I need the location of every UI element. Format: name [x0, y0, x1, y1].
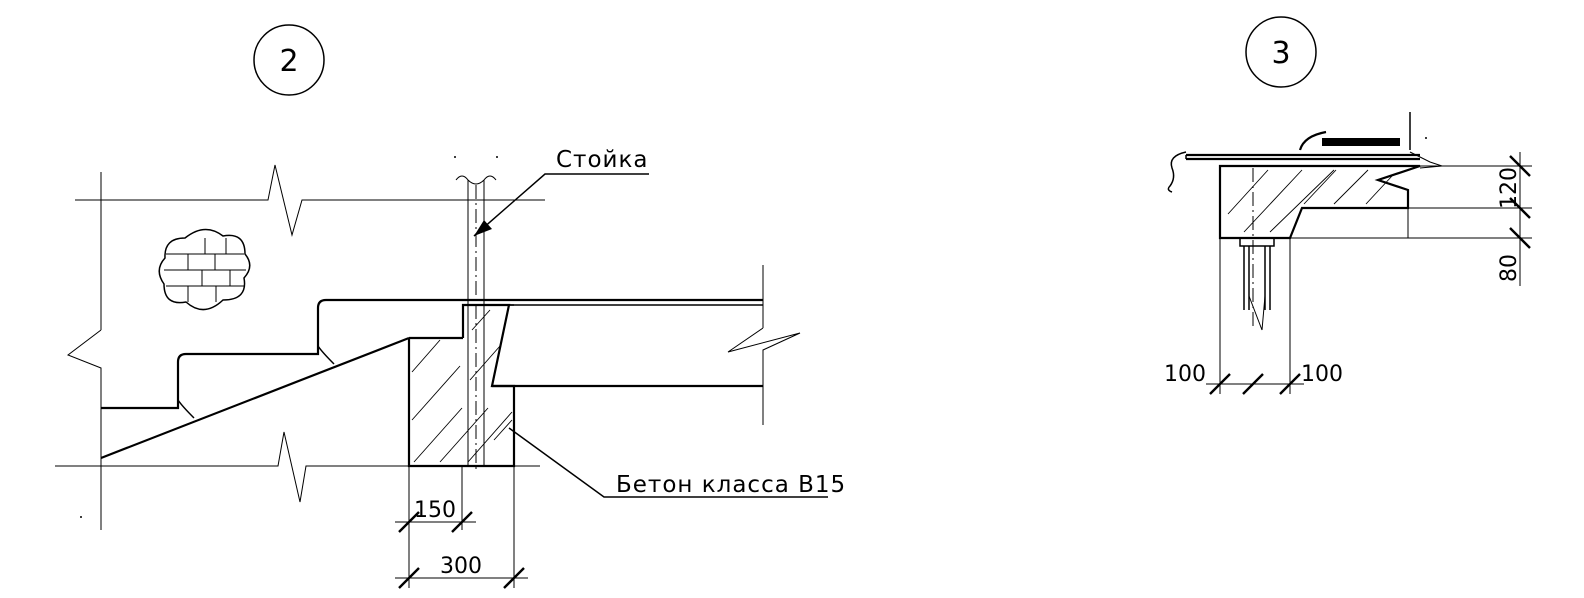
post-label: Стойка [556, 147, 648, 173]
detail-2-dimensions: 150 300 [80, 466, 528, 589]
detail-3-dimensions: 120 80 100 100 [1164, 152, 1532, 395]
concrete-label: Бетон класса B15 [616, 472, 846, 498]
concrete-leader: Бетон класса B15 [508, 427, 846, 498]
detail-3-number: 3 [1271, 36, 1290, 71]
dim-120: 120 [1497, 167, 1522, 209]
detail-3: 3 [1164, 16, 1532, 395]
detail-2-number: 2 [279, 44, 298, 79]
stair-flight [100, 298, 463, 460]
dim-80: 80 [1497, 254, 1522, 282]
brick-symbol [158, 228, 251, 311]
landing-slab [463, 298, 763, 388]
detail-2: 2 [55, 24, 846, 589]
concrete-tread [1218, 164, 1421, 330]
dim-100-right: 100 [1301, 362, 1343, 387]
dim-300: 300 [440, 554, 482, 579]
dim-100-left: 100 [1164, 362, 1206, 387]
dim-150: 150 [414, 498, 456, 523]
wall-break-lines [55, 164, 801, 530]
detail-3-marker: 3 [1245, 16, 1317, 88]
detail-2-marker: 2 [253, 24, 325, 96]
anchor-post [1239, 237, 1275, 331]
step-nosing [1167, 112, 1443, 193]
post-leader: Стойка [473, 147, 649, 237]
railing-post [454, 156, 498, 470]
